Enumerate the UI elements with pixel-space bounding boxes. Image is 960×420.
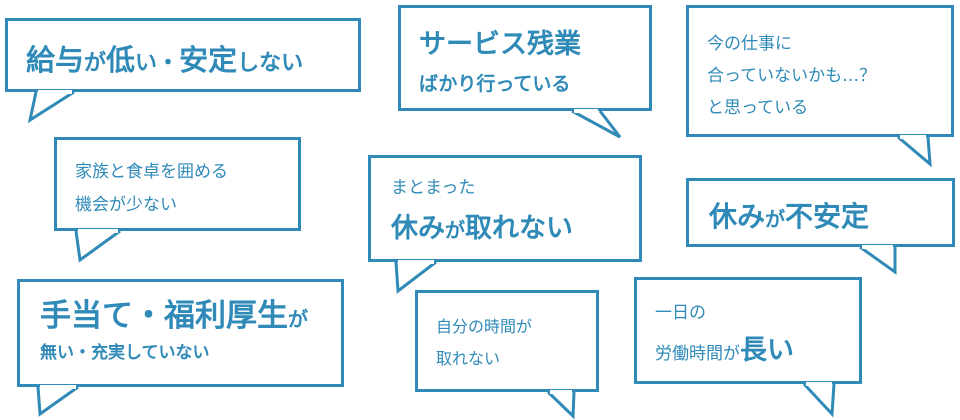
text-part: しない bbox=[237, 51, 304, 76]
tail-b3 bbox=[897, 135, 932, 168]
speech-bubble-unpaid-overtime: サービス残業 ばかり行っている bbox=[398, 5, 652, 111]
text-line: 機会が少ない bbox=[75, 195, 177, 215]
text-part: 労働時間が bbox=[655, 344, 740, 364]
text-salary: 給与が低い・安定しない bbox=[26, 43, 303, 77]
text-part: 安定 bbox=[179, 43, 238, 77]
text-part: 給与 bbox=[26, 43, 85, 77]
speech-bubble-job-fit: 今の仕事に 合っていないかも…？ と思っている bbox=[686, 5, 954, 137]
text-line: と思っている bbox=[707, 98, 809, 118]
text-line: 自分の時間が bbox=[436, 317, 533, 336]
heading-time-off: 休みが取れない bbox=[391, 206, 639, 245]
tail-b8 bbox=[546, 390, 576, 420]
tail-b1 bbox=[27, 90, 75, 124]
text-part: 取れない bbox=[465, 213, 573, 244]
tail-b5 bbox=[394, 260, 437, 294]
speech-bubble-own-time: 自分の時間が 取れない bbox=[415, 290, 599, 392]
text-line: 一日の bbox=[655, 303, 706, 323]
tail-b7 bbox=[36, 385, 79, 417]
text-line: まとまった bbox=[391, 178, 476, 198]
text-part: い・ bbox=[135, 51, 180, 76]
text-part: 長い bbox=[740, 335, 794, 366]
text-part: 低 bbox=[106, 43, 136, 77]
text-part: 不安定 bbox=[785, 200, 870, 233]
heading-long-hours: 労働時間が長い bbox=[655, 328, 859, 369]
speech-bubble-long-hours: 一日の 労働時間が長い bbox=[634, 277, 862, 384]
text-line: 今の仕事に bbox=[707, 34, 792, 54]
text-part: が bbox=[84, 51, 107, 76]
subtext-unpaid-overtime: ばかり行っている bbox=[419, 73, 571, 95]
text-part: が bbox=[765, 207, 786, 231]
text-line: 家族と食卓を囲める bbox=[75, 162, 228, 182]
tail-b4 bbox=[74, 229, 121, 263]
tail-b6 bbox=[859, 245, 897, 275]
text-part: が bbox=[288, 307, 308, 331]
speech-bubble-family-dinner: 家族と食卓を囲める 機会が少ない bbox=[54, 137, 301, 231]
text-part: 休み bbox=[709, 200, 766, 233]
speech-bubble-salary: 給与が低い・安定しない bbox=[5, 18, 361, 92]
tail-b9 bbox=[802, 382, 836, 418]
heading-unpaid-overtime: サービス残業 bbox=[419, 29, 581, 60]
text-part: が bbox=[445, 218, 465, 242]
heading-unstable-holidays: 休みが不安定 bbox=[709, 200, 869, 233]
heading-benefits: 手当て・福利厚生が bbox=[40, 296, 341, 336]
text-line: 取れない bbox=[436, 349, 501, 368]
text-part: 手当て・福利厚生 bbox=[40, 298, 288, 334]
speech-bubble-benefits: 手当て・福利厚生が 無い・充実していない bbox=[17, 279, 344, 387]
text-line: 合っていないかも…？ bbox=[707, 66, 877, 86]
speech-bubble-time-off: まとまった 休みが取れない bbox=[368, 155, 642, 262]
speech-bubble-unstable-holidays: 休みが不安定 bbox=[686, 178, 955, 247]
text-part: 休み bbox=[391, 213, 445, 244]
tail-b2 bbox=[571, 109, 622, 139]
subtext-benefits: 無い・充実していない bbox=[40, 343, 210, 363]
